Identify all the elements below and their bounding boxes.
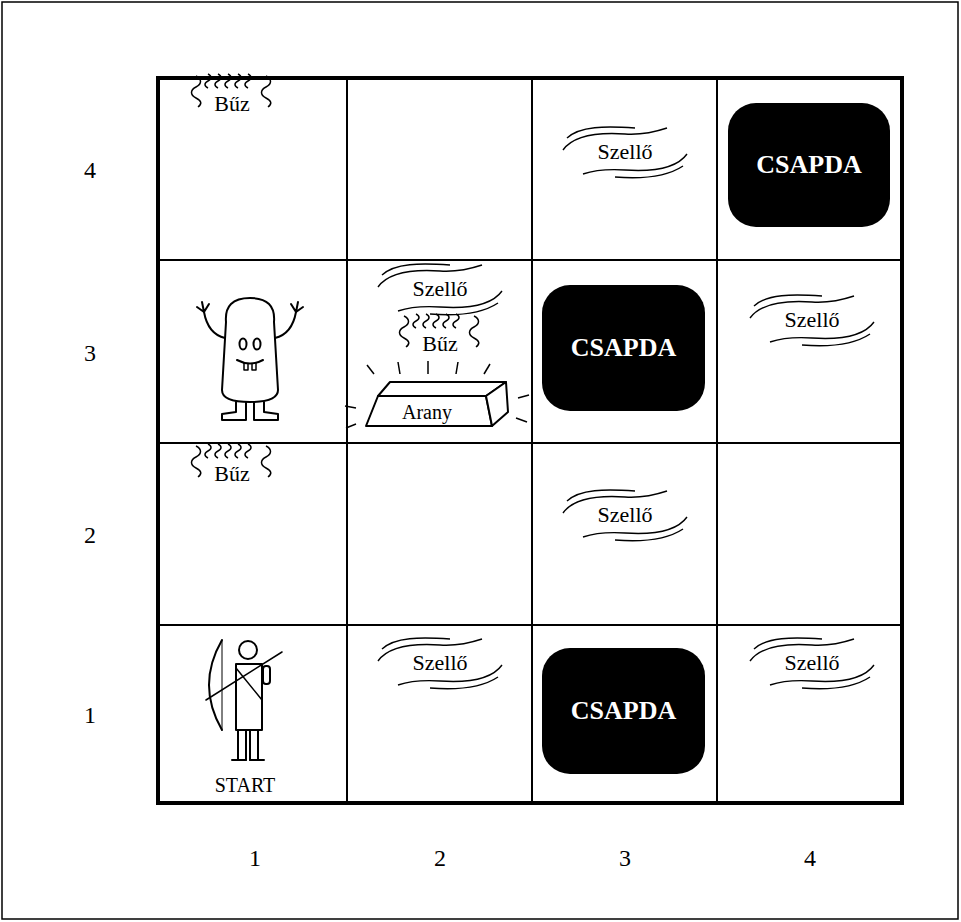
row-number: 4 bbox=[84, 157, 96, 183]
breeze-label: Szellő bbox=[598, 140, 653, 164]
breeze-label: Szellő bbox=[413, 277, 468, 301]
gold-bar-face bbox=[486, 382, 508, 426]
breeze-label: Szellő bbox=[413, 651, 468, 675]
pit-box: CSAPDA bbox=[728, 103, 890, 227]
stench-label: Bűz bbox=[422, 332, 457, 356]
breeze-label: Szellő bbox=[785, 308, 840, 332]
row-number: 3 bbox=[84, 340, 96, 366]
pit-box: CSAPDA bbox=[542, 648, 705, 774]
start-label: START bbox=[215, 774, 276, 796]
gold-label: Arany bbox=[402, 401, 452, 423]
gold-bar-face bbox=[366, 396, 492, 426]
gold-bar-face bbox=[378, 382, 506, 396]
gold-bar: Arany bbox=[362, 378, 512, 428]
pit-label: CSAPDA bbox=[571, 334, 676, 363]
stench-label: Bűz bbox=[214, 92, 249, 116]
pit-box: CSAPDA bbox=[542, 285, 705, 411]
column-number: 4 bbox=[804, 845, 816, 871]
pit-label: CSAPDA bbox=[756, 151, 861, 180]
breeze-label: Szellő bbox=[598, 503, 653, 527]
stench-label: Bűz bbox=[214, 462, 249, 486]
breeze-label: Szellő bbox=[785, 651, 840, 675]
row-number: 2 bbox=[84, 522, 96, 548]
pit-label: CSAPDA bbox=[571, 697, 676, 726]
column-number: 1 bbox=[249, 845, 261, 871]
row-number: 1 bbox=[84, 702, 96, 728]
column-number: 3 bbox=[619, 845, 631, 871]
column-number: 2 bbox=[434, 845, 446, 871]
